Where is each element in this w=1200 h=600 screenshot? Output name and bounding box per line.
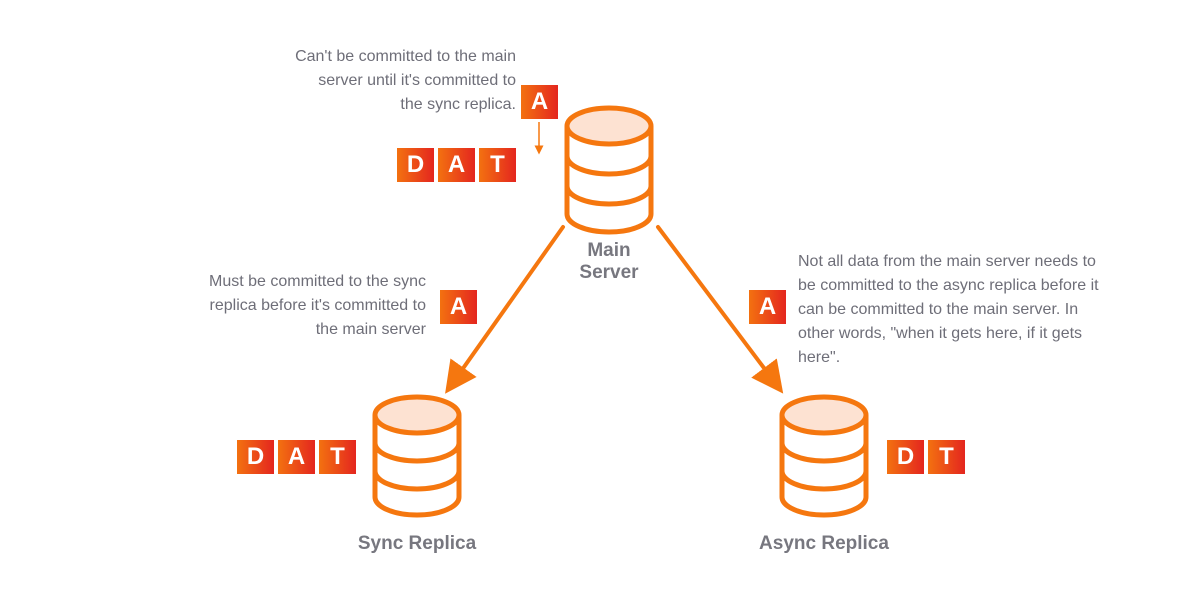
tile-d: D [237, 440, 274, 474]
tile-d: D [397, 148, 434, 182]
database-icon-sync [372, 394, 462, 518]
database-icon-async [779, 394, 869, 518]
tiles-main-server: D A T [397, 148, 516, 182]
tile-a: A [440, 290, 477, 324]
tiles-async-replica: D T [887, 440, 965, 474]
tiles-edge-async: A [749, 290, 786, 324]
tiles-edge-sync: A [440, 290, 477, 324]
tile-a: A [278, 440, 315, 474]
note-async-replica: Not all data from the main server needs … [798, 253, 1099, 366]
tile-t: T [928, 440, 965, 474]
database-icon-main [564, 105, 654, 235]
tile-a: A [438, 148, 475, 182]
label-main-server: Main Server [579, 240, 639, 283]
tile-a: A [521, 85, 558, 119]
tile-t: T [319, 440, 356, 474]
tiles-incoming-main: A [521, 85, 558, 119]
note-sync-replica: Must be committed to the sync replica be… [209, 273, 426, 338]
arrow-main-to-async [656, 225, 784, 394]
tile-t: T [479, 148, 516, 182]
label-async-replica: Async Replica [759, 533, 889, 554]
note-main-server: Can't be committed to the main server un… [295, 48, 516, 113]
tiles-sync-replica: D A T [237, 440, 356, 474]
arrow-main-to-sync [445, 225, 565, 394]
tile-d: D [887, 440, 924, 474]
label-sync-replica: Sync Replica [357, 533, 477, 554]
tile-a: A [749, 290, 786, 324]
